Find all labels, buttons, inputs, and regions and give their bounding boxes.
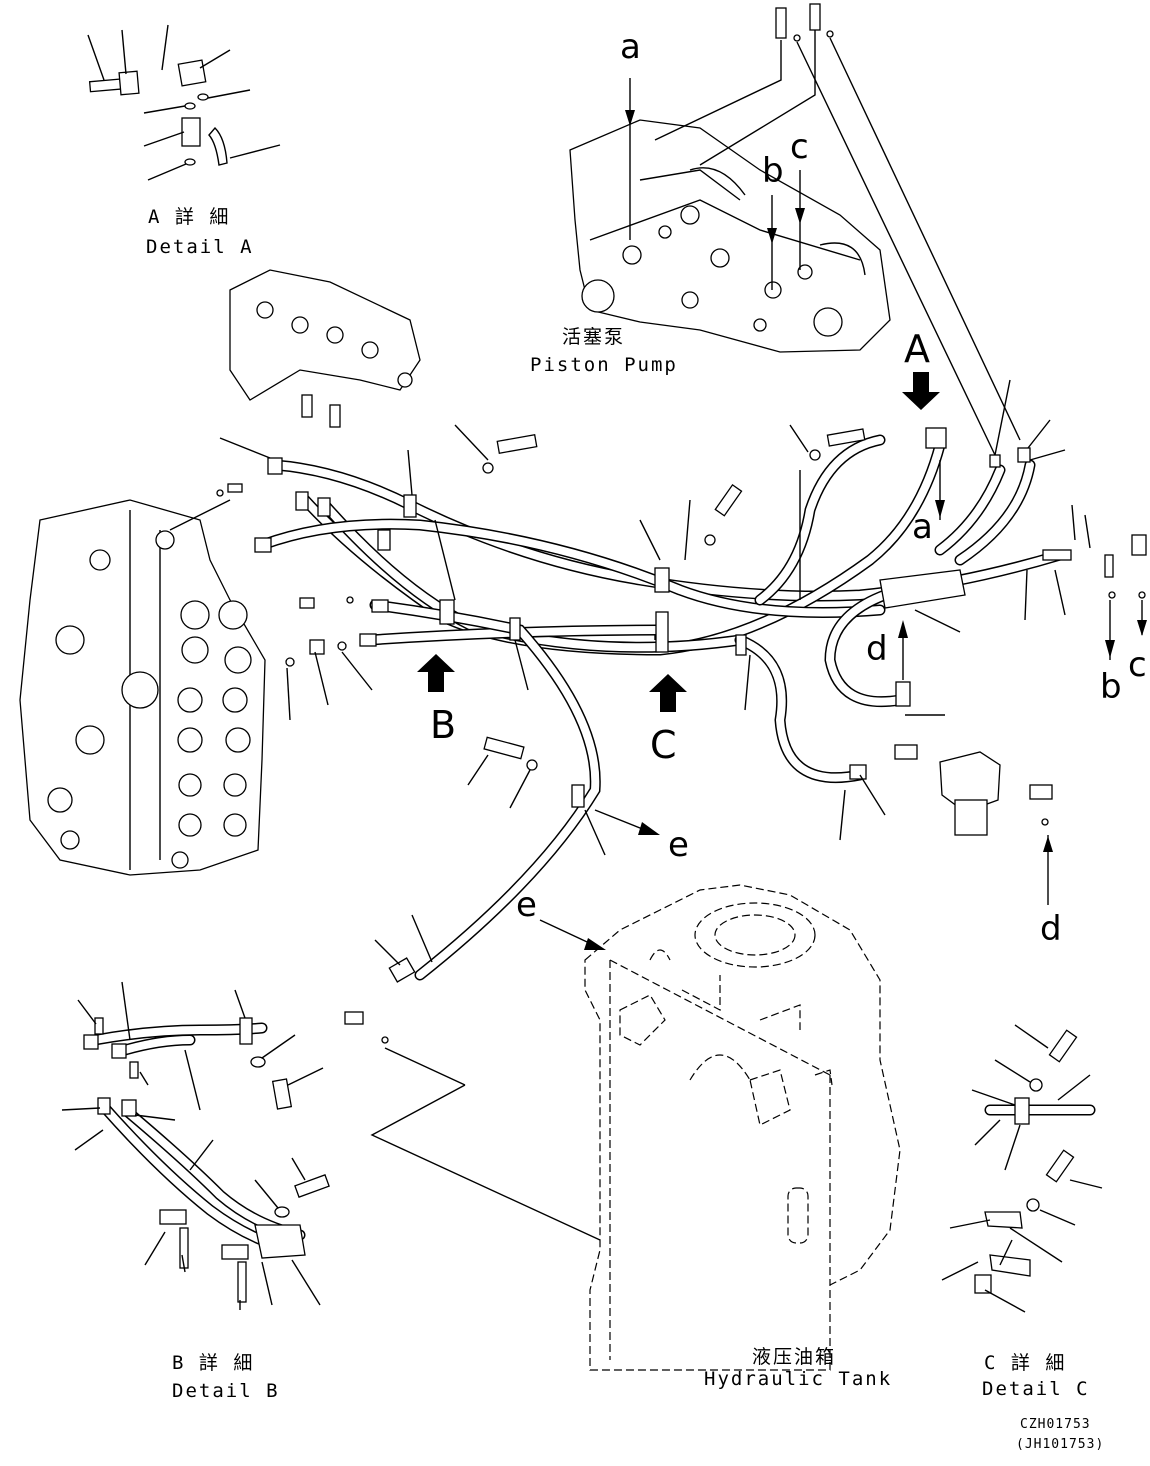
connection-d-right: d [1040,909,1062,949]
view-arrow-a-label: A [904,327,930,371]
connection-a-top: a [620,27,641,67]
view-arrow-b-label: B [430,703,457,747]
hydraulic-tank-label-cn: 液压油箱 [752,1346,837,1368]
detail-a-title-cn: A 詳 細 [148,206,231,228]
piston-pump [569,3,1021,456]
detail-b-parts [61,981,330,1310]
hydraulic-tank-label-en: Hydraulic Tank [704,1368,893,1390]
piston-pump-label-en: Piston Pump [530,354,678,376]
connection-a-mid: a [912,507,933,547]
detail-c-parts [941,1024,1103,1313]
drawing-code-alt: (JH101753) [1016,1437,1105,1452]
hydraulic-tank [584,884,901,1371]
connection-b-top: b [762,151,784,191]
view-arrow-c-label: C [650,723,677,767]
connection-c-right: c [1128,645,1147,685]
connection-c-top: c [790,127,809,167]
detail-c-title-en: Detail C [982,1378,1090,1400]
leader-lines [169,372,1147,1241]
connection-e-tank: e [516,885,537,925]
connection-e-mid: e [668,825,689,865]
control-valve [19,499,266,876]
manifold-block [229,269,421,428]
connection-d-mid: d [866,629,888,669]
detail-b-title-en: Detail B [172,1380,280,1402]
detail-a-parts [87,24,281,181]
connection-b-right: b [1100,667,1122,707]
drawing-code: CZH01753 [1020,1417,1091,1432]
detail-c-title-cn: C 詳 細 [984,1352,1067,1374]
piston-pump-label-cn: 活塞泵 [562,326,626,348]
detail-b-title-cn: B 詳 細 [172,1352,255,1374]
detail-a-title-en: Detail A [146,236,254,258]
hose-runs [216,427,1147,1044]
